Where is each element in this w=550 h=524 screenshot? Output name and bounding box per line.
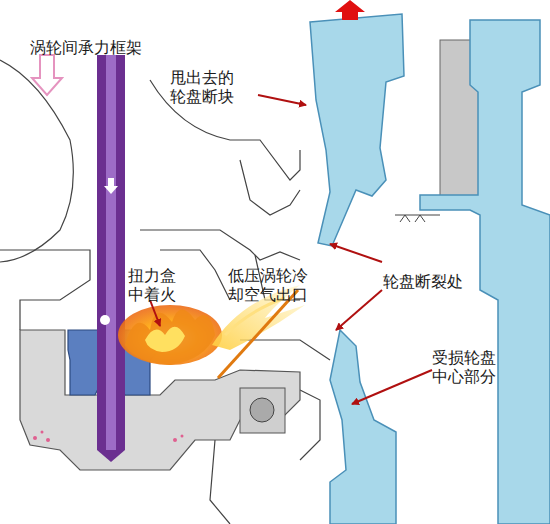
part-label: 扭力盒 中着火: [128, 266, 176, 304]
part-label: 轮盘断裂处: [383, 272, 463, 291]
part-label: 低压涡轮冷 却空气出口: [228, 266, 308, 304]
load-arrow: [32, 55, 62, 95]
frame-strut-core: [106, 55, 116, 450]
disc-center: [330, 330, 396, 524]
disc-fragment: [310, 14, 404, 246]
seal-lines: [395, 215, 440, 222]
part-label: 涡轮间承力框架: [30, 38, 142, 57]
fire: [118, 305, 222, 365]
bearing-block: [240, 388, 285, 433]
part-label: 受损轮盘 中心部分: [432, 348, 496, 386]
casing-lines: [0, 60, 330, 524]
ejection-arrow: [335, 0, 365, 20]
part-label: 甩出去的 轮盘断块: [170, 68, 234, 106]
flow-arrow: [104, 178, 118, 194]
leader-arrows: [150, 95, 432, 404]
bearing: [250, 398, 274, 422]
frame-strut: [97, 55, 125, 450]
strut-tip: [97, 450, 125, 462]
junction-dot: [100, 315, 110, 325]
